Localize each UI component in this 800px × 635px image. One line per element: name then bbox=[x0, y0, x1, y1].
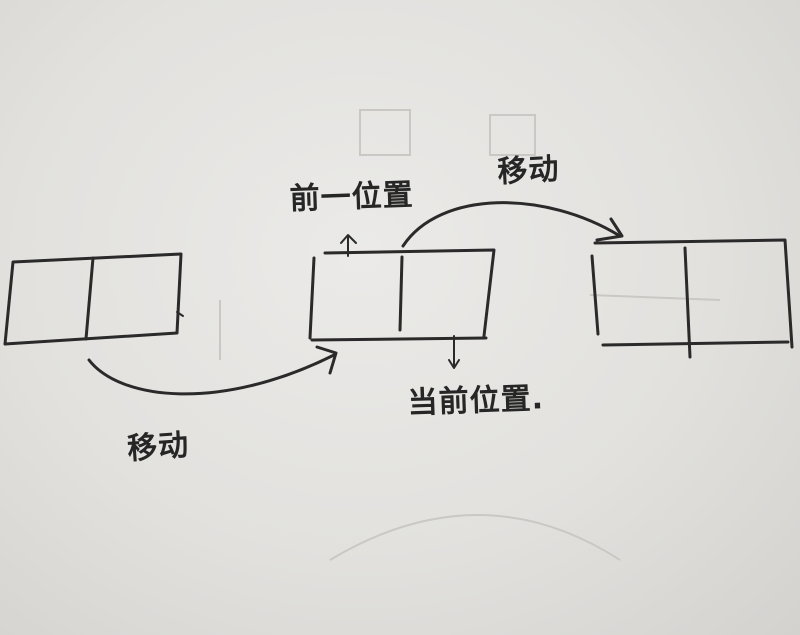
node-box-final bbox=[590, 238, 794, 359]
previous-position-label: 前一位置 bbox=[289, 178, 414, 217]
move-arrow-top bbox=[401, 201, 624, 248]
current-position-pointer bbox=[448, 335, 460, 369]
node-box-middle bbox=[308, 248, 496, 342]
node-box-initial bbox=[3, 252, 184, 346]
previous-position-pointer bbox=[340, 234, 357, 257]
move-label-top: 移动 bbox=[497, 152, 561, 190]
move-arrow-bottom bbox=[87, 345, 338, 396]
bleed-through-marks bbox=[219, 109, 721, 561]
current-position-label: 当前位置. bbox=[407, 381, 545, 421]
move-label-bottom: 移动 bbox=[126, 428, 190, 467]
